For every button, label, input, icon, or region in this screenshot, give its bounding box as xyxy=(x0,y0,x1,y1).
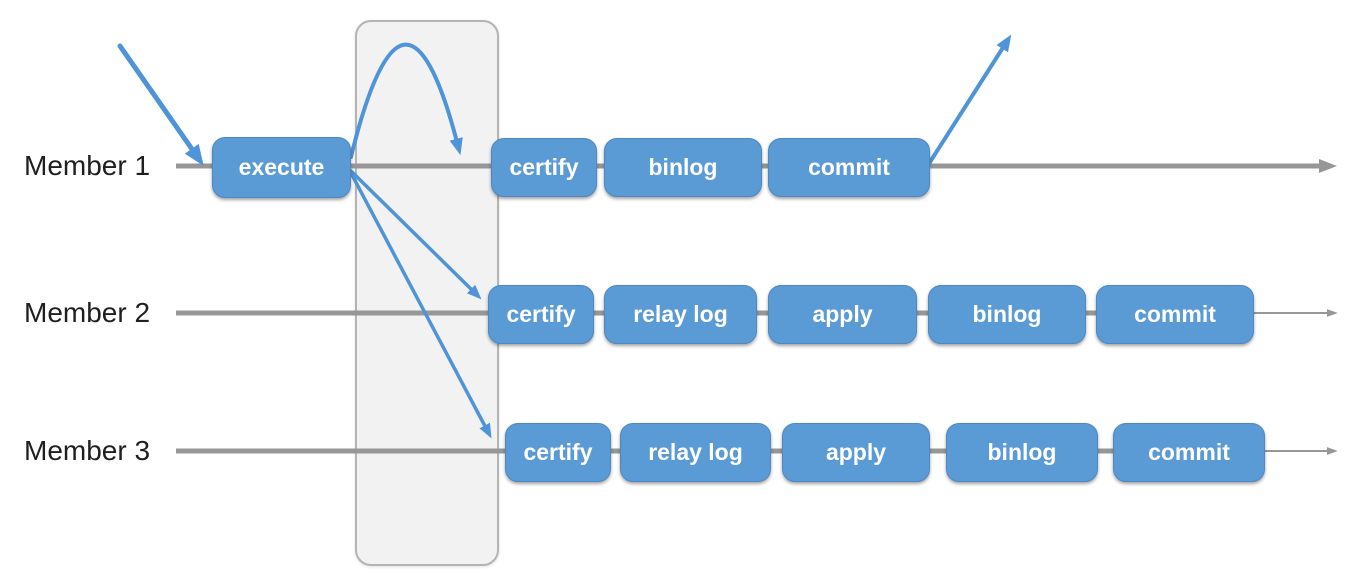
stage-certify-m1: certify xyxy=(491,138,597,197)
stage-commit-m3: commit xyxy=(1113,423,1265,482)
member-2-label: Member 2 xyxy=(24,297,151,328)
incoming-transaction-arrow xyxy=(117,43,204,166)
arrow-to-member2-certify xyxy=(349,169,482,300)
stage-commit-m2: commit xyxy=(1096,285,1254,344)
consensus-roundtrip-arc-arrow xyxy=(349,42,463,159)
stage-relaylog-m2: relay log xyxy=(604,285,757,344)
stage-apply-m3: apply xyxy=(782,423,930,482)
arrow-to-member3-certify xyxy=(349,171,492,439)
stage-relaylog-m3: relay log xyxy=(620,423,771,482)
stage-execute-m1: execute xyxy=(212,137,351,198)
stage-commit-m1: commit xyxy=(768,138,930,197)
stage-certify-m3: certify xyxy=(505,423,611,482)
stage-binlog-m1: binlog xyxy=(604,138,762,197)
stage-apply-m2: apply xyxy=(768,285,917,344)
stage-certify-m2: certify xyxy=(488,285,594,344)
member-1-label: Member 1 xyxy=(24,150,151,181)
stage-binlog-m2: binlog xyxy=(928,285,1086,344)
member-3-label: Member 3 xyxy=(24,435,151,466)
outgoing-response-arrow xyxy=(928,34,1012,164)
stage-binlog-m3: binlog xyxy=(946,423,1098,482)
